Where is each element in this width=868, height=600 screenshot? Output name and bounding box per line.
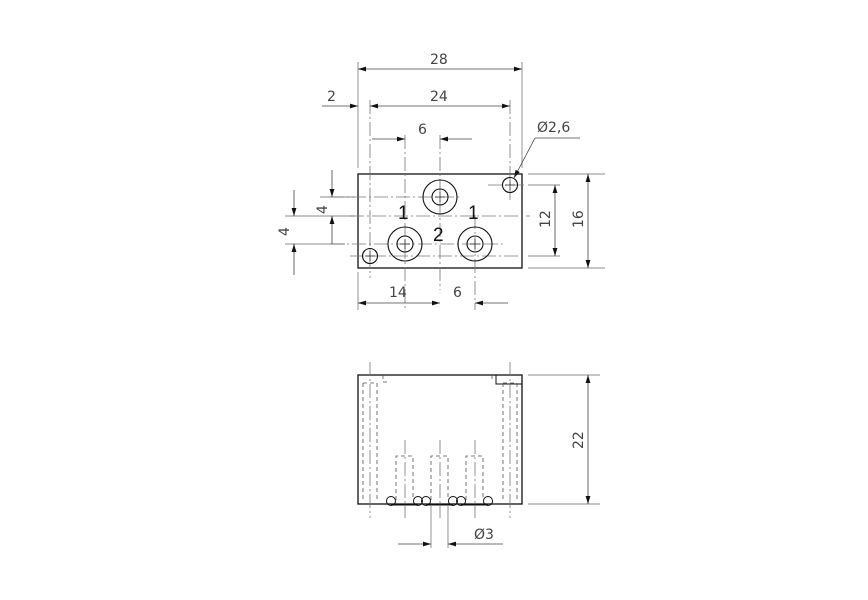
front-centerlines <box>369 362 511 518</box>
dim-vertical-offset-b: 4 <box>277 227 293 236</box>
dim-mounting-hole-dia: Ø2,6 <box>537 120 570 136</box>
mount-hole-bl <box>361 247 379 265</box>
port-top-inner <box>431 188 449 206</box>
extension-lines <box>285 62 605 310</box>
dim-oring-dia: Ø3 <box>474 527 494 543</box>
ports <box>361 176 519 265</box>
port-top-outer <box>422 179 458 215</box>
dim-bottom-left-offset: 14 <box>389 285 407 301</box>
top-view: 1 2 1 28 24 2 6 Ø2,6 <box>277 52 605 310</box>
dim-port-offset-top: 6 <box>418 122 427 138</box>
crosshairs <box>365 180 515 261</box>
front-view-outline <box>357 374 523 505</box>
dim-hole-spacing-width: 24 <box>430 89 448 105</box>
front-view: 22 Ø3 <box>357 362 600 548</box>
dim-vertical-offset-a: 4 <box>315 205 331 214</box>
port-label-center: 2 <box>433 225 444 246</box>
dim-edge-offset: 2 <box>327 89 336 105</box>
port-right-outer <box>457 226 493 262</box>
centerlines <box>330 100 530 310</box>
port-label-left: 1 <box>398 203 409 224</box>
hidden-lines <box>362 375 518 500</box>
dim-hole-spacing-height: 12 <box>538 210 554 228</box>
dim-front-height: 22 <box>571 431 587 449</box>
dim-bottom-port-spacing: 6 <box>453 285 462 301</box>
dim-overall-width: 28 <box>430 52 448 68</box>
o-rings <box>386 496 493 506</box>
port-left-outer <box>387 226 423 262</box>
mount-hole-tr <box>501 176 519 194</box>
dim-overall-height: 16 <box>571 210 587 228</box>
port-right-inner <box>466 235 484 253</box>
port-label-right: 1 <box>468 203 479 224</box>
port-left-inner <box>396 235 414 253</box>
